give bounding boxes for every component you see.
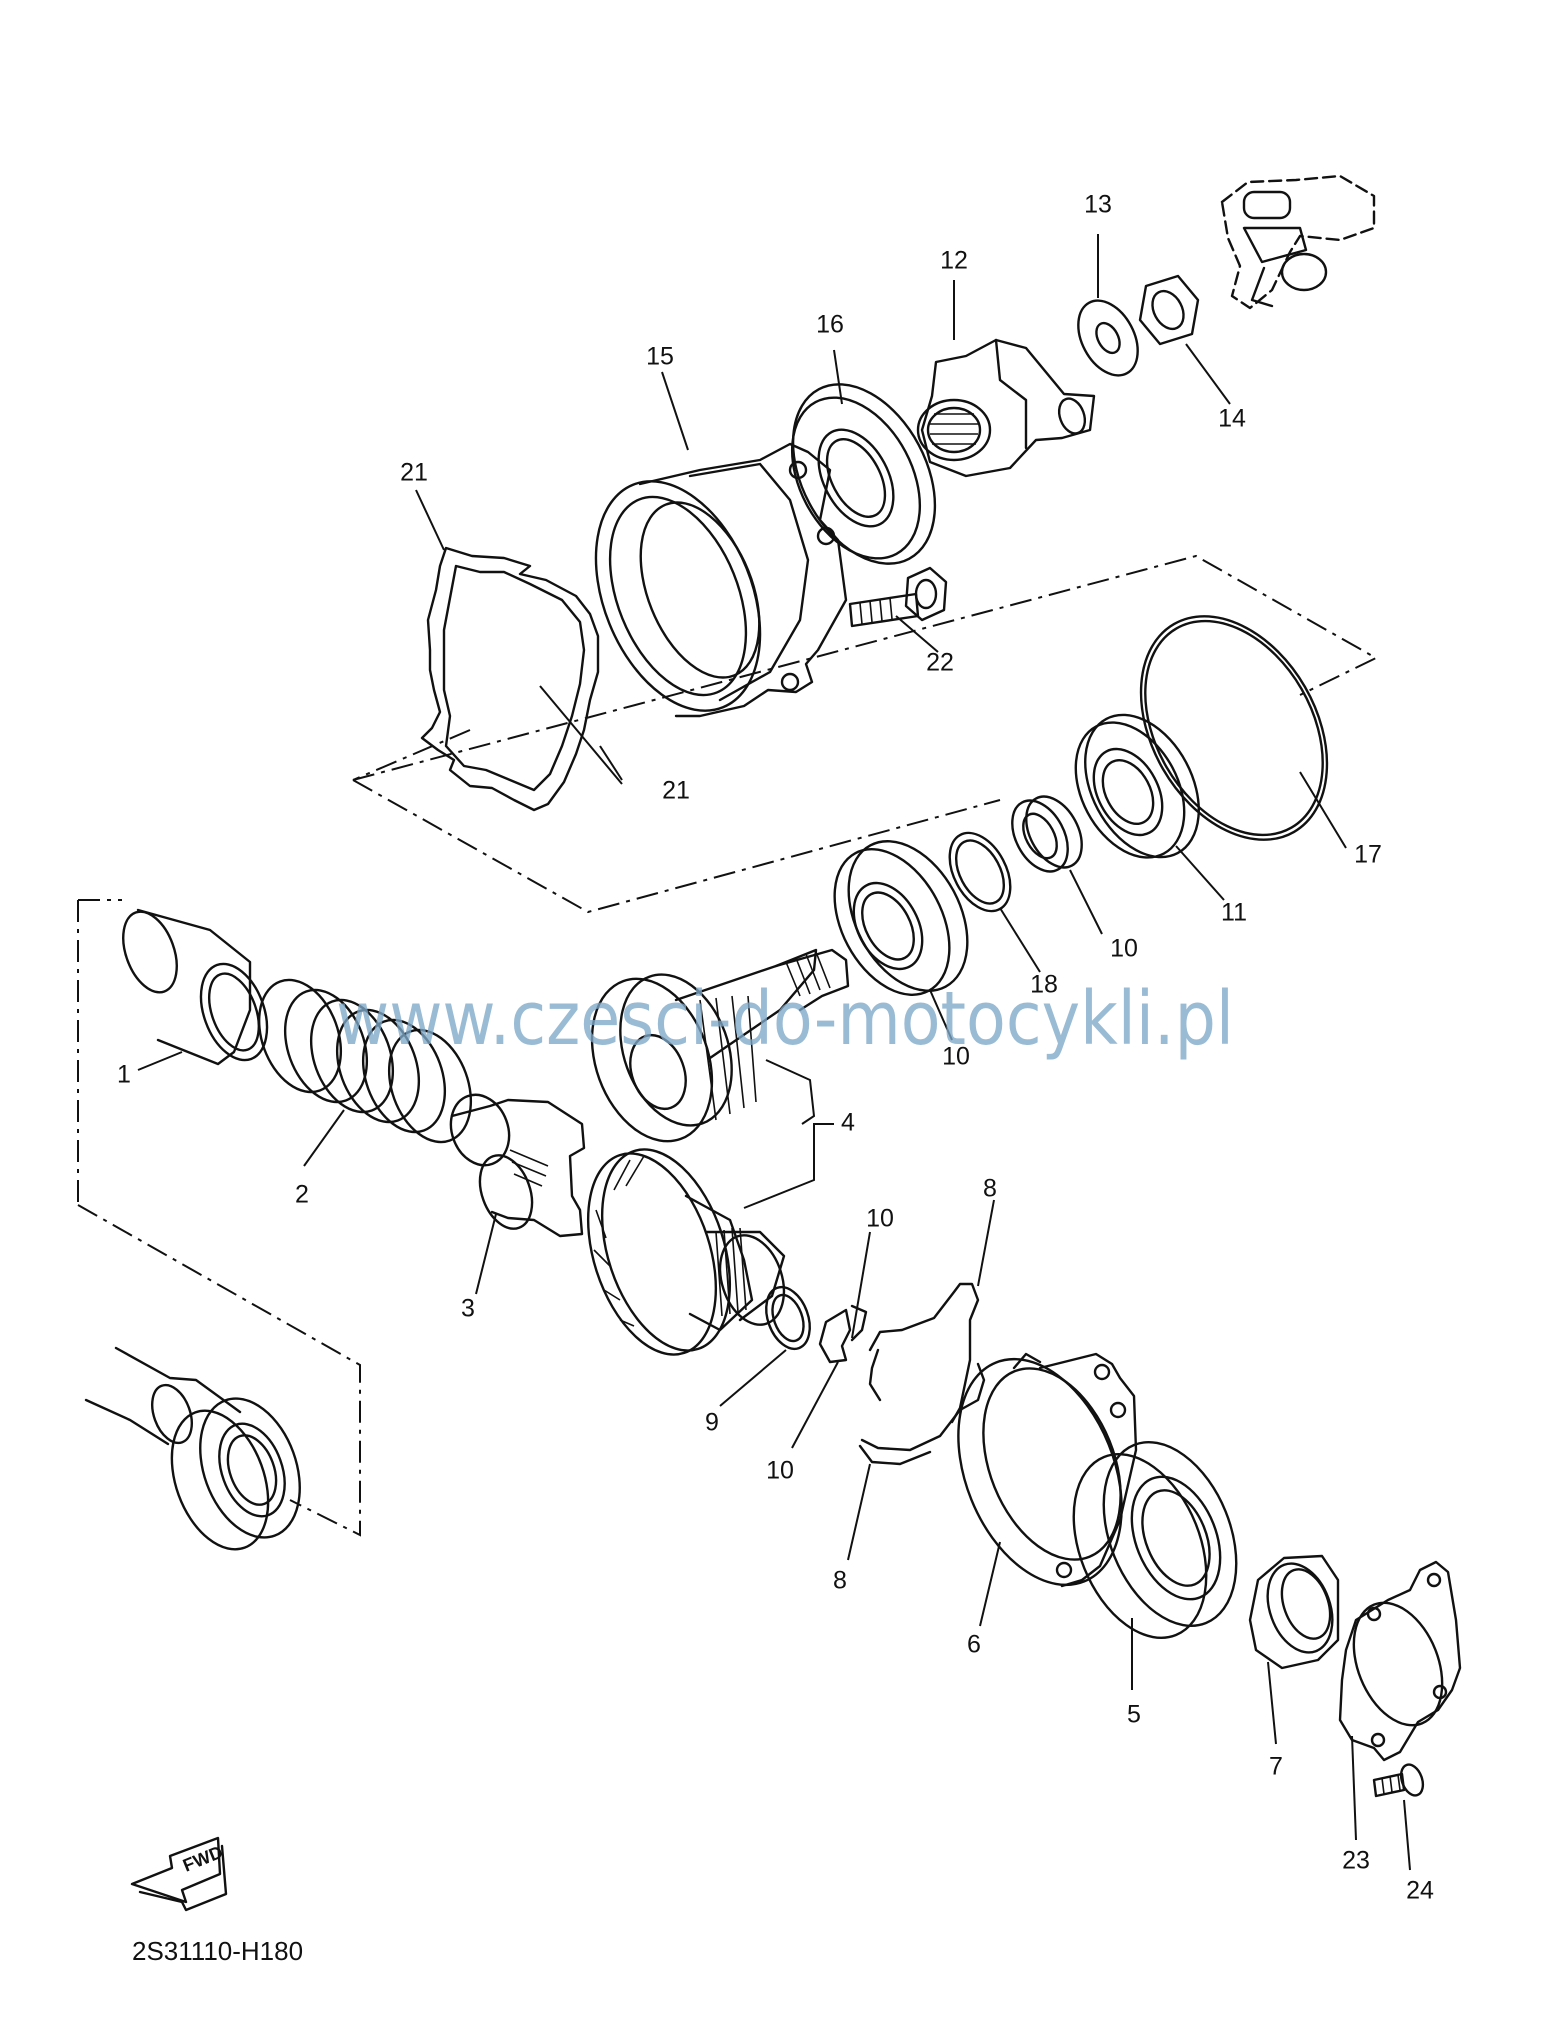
callout-8-bottom: 8 [833, 1567, 847, 1595]
leader-lines [137, 234, 1411, 1871]
drive-shaft-with-bearing [84, 1346, 301, 1551]
part-21-gasket [420, 546, 600, 812]
part-8-circlip [858, 1282, 986, 1466]
part-12-collar [1011, 795, 1083, 873]
part-15-washer [1077, 299, 1139, 377]
part-22-bolt [848, 566, 948, 628]
universal-joint-reference [1220, 174, 1376, 310]
part-1-bushing [122, 908, 269, 1066]
callout-16: 14 [1218, 405, 1246, 433]
callout-24: 24 [1406, 1877, 1434, 1905]
callout-13: 11 [1221, 899, 1247, 927]
callout-21-bottom: 21 [662, 777, 690, 805]
callout-18: 16 [816, 311, 844, 339]
part-2-spring [257, 978, 473, 1144]
part-17-housing [594, 442, 848, 718]
assembly-guide-lines [77, 554, 1379, 1537]
callout-10-bottom: 10 [766, 1457, 794, 1485]
diagram-code: 2S31110-H180 [132, 1936, 303, 1966]
callout-20: 18 [1030, 971, 1058, 999]
callout-3: 3 [461, 1295, 475, 1323]
part-18-oil-seal [790, 383, 937, 565]
callout-labels: 13 12 14 16 15 21 21 22 17 11 10 18 10 4… [117, 191, 1434, 1905]
part-19-o-ring [1139, 615, 1329, 841]
callout-23: 23 [1342, 1847, 1370, 1875]
callout-4: 4 [841, 1109, 855, 1137]
callout-2: 2 [295, 1181, 309, 1209]
callout-11: 10 [942, 1043, 970, 1071]
part-11-bearing [833, 840, 969, 996]
callout-7: 7 [1269, 1753, 1283, 1781]
part-3-joint [449, 1093, 586, 1238]
part-13-bearing [1074, 713, 1200, 859]
part-5-bearing [1072, 1440, 1238, 1640]
watermark-text: www.czesci-do-motocykli.pl [336, 976, 1234, 1062]
fwd-arrow-icon: FWD [130, 1836, 228, 1912]
part-6-bearing-retainer [957, 1352, 1138, 1588]
callout-14: 12 [940, 247, 968, 275]
callout-6: 6 [967, 1631, 981, 1659]
part-14-yoke [916, 338, 1096, 478]
part-16-nut [1138, 274, 1200, 346]
callout-15: 13 [1084, 191, 1112, 219]
part-9-washer [765, 1285, 811, 1351]
callout-8-top: 8 [983, 1175, 997, 1203]
callout-21-top: 21 [400, 459, 428, 487]
part-24-screw [1372, 1763, 1425, 1798]
callout-10-top: 10 [866, 1205, 894, 1233]
part-23-gasket [1338, 1560, 1462, 1762]
part-4-pinion-gear [590, 948, 850, 1143]
callout-19: 17 [1354, 841, 1382, 869]
callout-5: 5 [1127, 1701, 1141, 1729]
callout-12: 10 [1110, 935, 1138, 963]
callout-22: 22 [926, 649, 954, 677]
part-10-collar-halves [818, 1304, 868, 1364]
part-4-ring-gear [586, 1148, 786, 1356]
callout-1: 1 [117, 1061, 131, 1089]
part-7-ring-nut [1248, 1554, 1340, 1670]
callout-17: 15 [646, 343, 674, 371]
part-20-shim [948, 831, 1012, 913]
callout-9: 9 [705, 1409, 719, 1437]
